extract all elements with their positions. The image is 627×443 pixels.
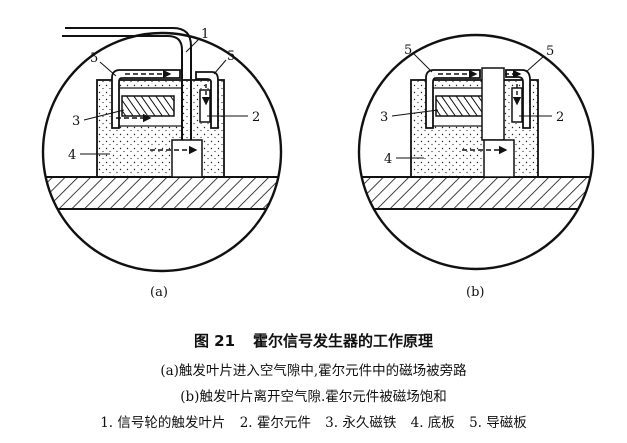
sublabel-a: (a) <box>150 285 168 300</box>
callout-4: 4 <box>68 148 76 163</box>
figure-title-text: 霍尔信号发生器的工作原理 <box>253 332 434 350</box>
legend-item: 2. 霍尔元件 <box>239 415 311 431</box>
callout-2: 2 <box>556 110 564 125</box>
callout-3: 3 <box>380 110 388 125</box>
legend-item: 5. 导磁板 <box>469 415 527 431</box>
figure-title: 图 21 霍尔信号发生器的工作原理 <box>0 330 627 351</box>
permanent-magnet <box>121 95 175 117</box>
legend-item: 1. 信号轮的触发叶片 <box>100 415 226 431</box>
callout-4: 4 <box>384 152 392 167</box>
legend-item: 3. 永久磁铁 <box>325 415 397 431</box>
base-plate <box>359 177 593 209</box>
flux-guide-left <box>111 69 181 129</box>
view-b: 5 5 3 2 4 (b) <box>357 33 595 300</box>
sublabel-b: (b) <box>466 285 484 300</box>
hall-element <box>199 89 211 123</box>
callout-5-right: 5 <box>227 49 235 64</box>
callout-5-left: 5 <box>404 43 412 58</box>
view-a: 1 5 5 3 2 4 (a) <box>41 27 283 300</box>
parts-legend: 1. 信号轮的触发叶片 2. 霍尔元件 3. 永久磁铁 4. 底板 5. 导磁板 <box>0 411 627 431</box>
callout-2: 2 <box>252 110 260 125</box>
caption-line-b: (b)触发叶片离开空气隙.霍尔元件被磁场饱和 <box>180 389 447 405</box>
callout-5-right: 5 <box>546 44 554 59</box>
permanent-magnet <box>435 95 489 117</box>
callout-3: 3 <box>72 114 80 129</box>
callout-1: 1 <box>201 27 209 42</box>
trigger-blade <box>62 35 183 140</box>
hall-generator-diagram: 1 5 5 3 2 4 (a) 5 5 <box>41 27 595 300</box>
legend-item: 4. 底板 <box>410 415 455 431</box>
base-plate <box>43 177 281 209</box>
callout-5-left: 5 <box>90 51 98 66</box>
caption-line-a: (a)触发叶片进入空气隙中,霍尔元件中的磁场被旁路 <box>160 363 467 379</box>
figure-number: 图 21 <box>193 332 236 350</box>
